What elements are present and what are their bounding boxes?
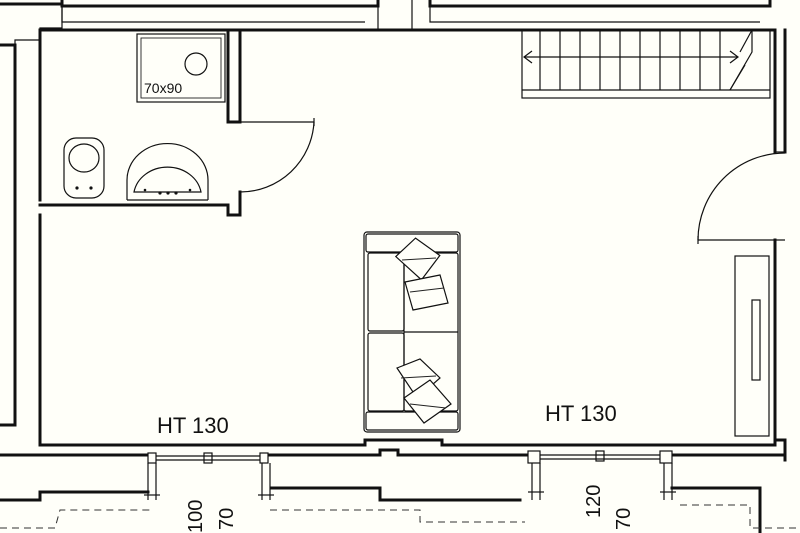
window-right: HT 130 120 70 — [527, 401, 676, 530]
staircase — [521, 29, 771, 99]
window-right-height-label: HT 130 — [545, 401, 617, 426]
shower-tray: 70x90 — [136, 33, 226, 103]
toilet — [63, 137, 105, 199]
entry-door — [697, 151, 786, 244]
window-left: HT 130 100 70 — [144, 413, 274, 533]
room-walls — [0, 28, 787, 533]
window-left-height-label: HT 130 — [157, 413, 229, 438]
sofa — [363, 231, 461, 433]
bathroom-door — [239, 118, 315, 193]
window-left-dim-width: 100 — [185, 500, 207, 533]
left-walls — [0, 6, 63, 447]
window-right-dim-sill: 70 — [613, 508, 635, 530]
window-left-dim-sill: 70 — [216, 508, 238, 530]
neighbour-outline — [0, 504, 800, 529]
wardrobe — [734, 255, 770, 437]
upper-walls — [0, 0, 772, 31]
wash-basin — [126, 142, 209, 201]
shower-size-label: 70x90 — [144, 80, 182, 96]
window-right-dim-width: 120 — [583, 485, 605, 518]
